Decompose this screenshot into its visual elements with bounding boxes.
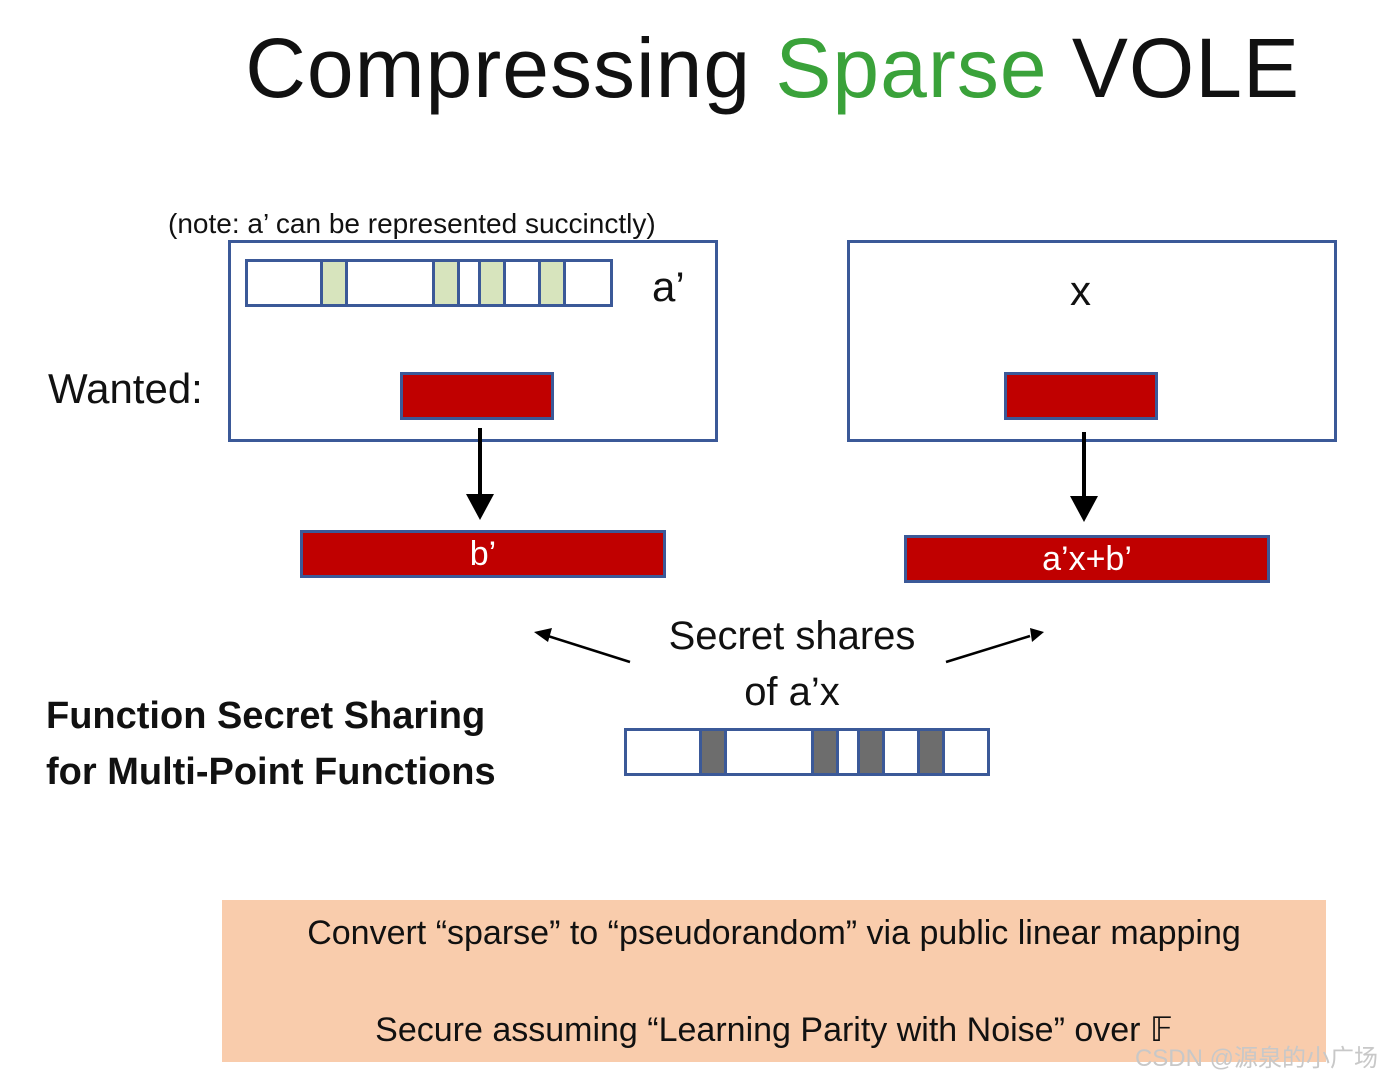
b-prime-bar: b’	[300, 530, 666, 578]
title-part-1: Compressing	[245, 21, 776, 115]
down-arrow-right-icon	[1070, 432, 1098, 522]
title-part-3: VOLE	[1047, 21, 1300, 115]
a-prime-x-plus-b-prime-bar: a’x+b’	[904, 535, 1270, 583]
vector-cell-share	[857, 731, 885, 773]
a-prime-x-plus-b-prime-label: a’x+b’	[1042, 539, 1132, 578]
lpn-explanation-box: Convert “sparse” to “pseudorandom” via p…	[222, 900, 1326, 1062]
secret-shares-line-1: Secret shares	[668, 614, 916, 658]
lpn-line-2: Secure assuming “Learning Parity with No…	[375, 1011, 1173, 1049]
csdn-watermark: CSDN @源泉的小广场	[1134, 1045, 1378, 1072]
right-key-bar	[1004, 372, 1158, 420]
a-prime-label: a’	[652, 263, 685, 310]
x-label: x	[1070, 267, 1091, 314]
fss-label-line-2: for Multi-Point Functions	[46, 751, 496, 793]
vector-cell-nonzero	[320, 262, 348, 304]
vector-cell-share	[917, 731, 945, 773]
succinct-note: (note: a’ can be represented succinctly)	[168, 208, 656, 239]
b-prime-label: b’	[469, 534, 497, 573]
right-party-box	[847, 240, 1337, 442]
vector-cell-nonzero	[432, 262, 460, 304]
down-arrow-left-icon	[466, 428, 494, 520]
vector-cell-share	[811, 731, 839, 773]
lpn-line-1: Convert “sparse” to “pseudorandom” via p…	[307, 914, 1241, 952]
arrow-to-b-prime-icon	[534, 628, 631, 664]
sparse-vector-a-prime	[245, 259, 613, 307]
left-key-bar	[400, 372, 554, 420]
fss-label: Function Secret Sharing for Multi-Point …	[46, 688, 496, 800]
slide-title: Compressing Sparse VOLE	[0, 18, 1300, 118]
shares-vector-a-prime-x	[624, 728, 990, 776]
secret-shares-line-2: of a’x	[744, 670, 840, 714]
arrow-to-a-prime-x-plus-b-prime-icon	[945, 628, 1044, 664]
wanted-label: Wanted:	[48, 365, 203, 412]
secret-shares-text: Secret shares of a’x	[640, 608, 944, 720]
fss-label-line-1: Function Secret Sharing	[46, 695, 486, 737]
vector-cell-share	[699, 731, 727, 773]
title-part-sparse: Sparse	[775, 21, 1048, 115]
vector-cell-nonzero	[538, 262, 566, 304]
vector-cell-nonzero	[478, 262, 506, 304]
left-party-box	[228, 240, 718, 442]
